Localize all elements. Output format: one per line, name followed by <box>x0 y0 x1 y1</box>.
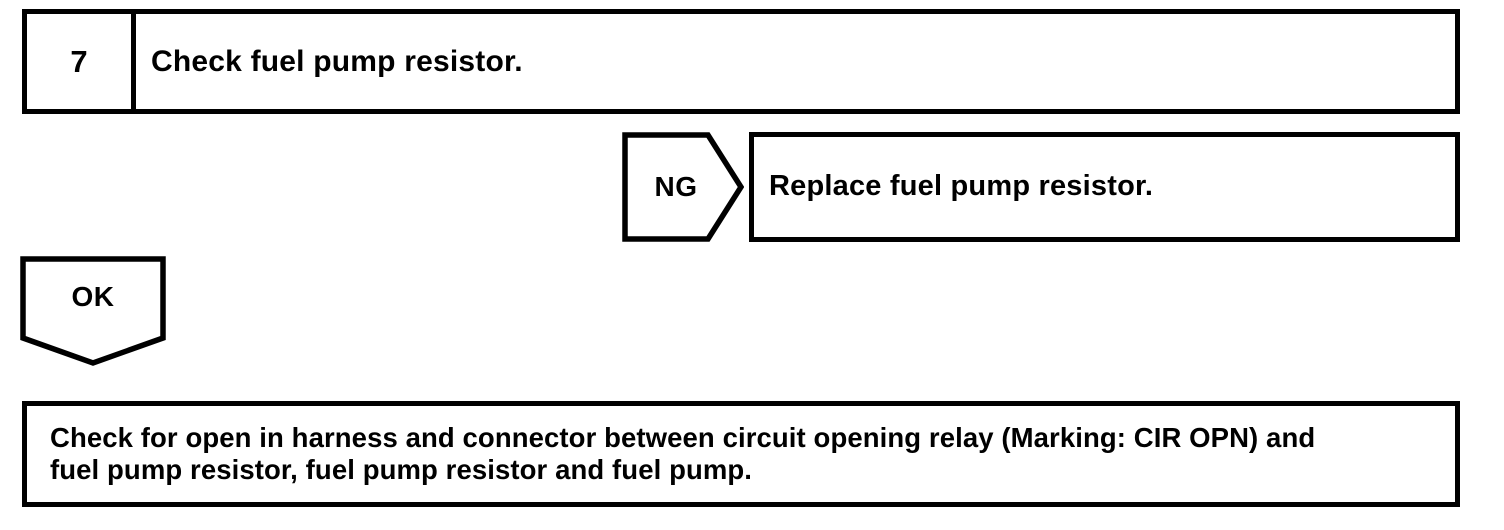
step-number-cell: 7 <box>27 14 136 109</box>
ng-outcome-text: Replace fuel pump resistor. <box>769 170 1154 203</box>
ok-arrow-shape <box>20 256 166 366</box>
ng-arrow-shape <box>622 132 744 242</box>
next-step-box: Check for open in harness and connector … <box>22 401 1460 507</box>
ng-outcome-box: Replace fuel pump resistor. <box>749 132 1460 242</box>
step-instruction-text: Check fuel pump resistor. <box>151 45 523 78</box>
step-instruction-cell: Check fuel pump resistor. <box>136 14 1455 109</box>
next-step-text: Check for open in harness and connector … <box>50 421 1316 485</box>
ok-arrow-svg <box>20 256 166 366</box>
step-number: 7 <box>70 44 88 79</box>
step-row: 7 Check fuel pump resistor. <box>22 9 1460 114</box>
ng-arrow-svg <box>622 132 744 242</box>
